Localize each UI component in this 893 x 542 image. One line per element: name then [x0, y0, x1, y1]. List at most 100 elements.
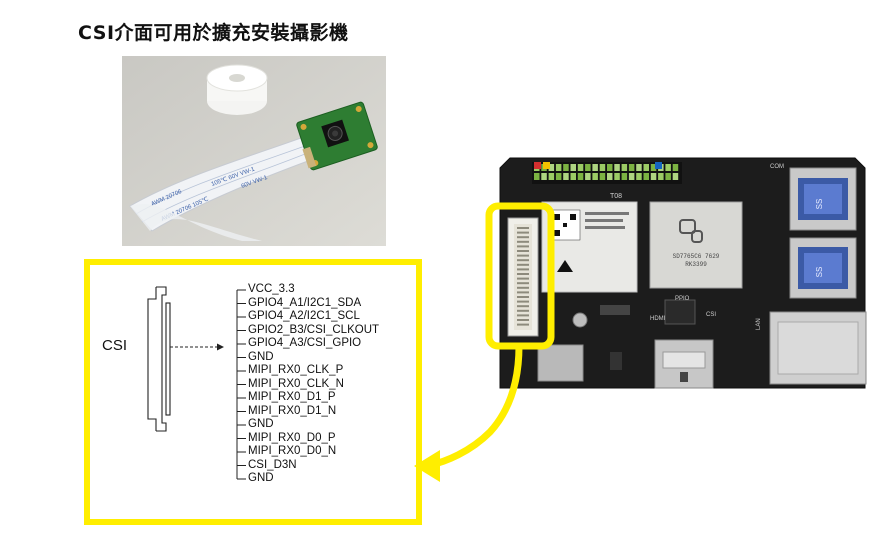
connector-outline-drawing [147, 286, 246, 480]
camera-photo-illustration: AWM 20706 105℃ 60V VW-1 AWM 20706 105℃ 6… [122, 56, 386, 246]
header-pin [599, 173, 606, 180]
csi-connector-contact [517, 309, 529, 312]
pin-label: MIPI_RX0_D1_N [248, 404, 337, 417]
csi-connector-contact [517, 296, 529, 298]
header-pin [585, 173, 591, 180]
header-pin [570, 164, 576, 171]
csi-connector-contact [517, 250, 529, 252]
header-pin [563, 173, 569, 180]
csi-connector-label: CSI [102, 337, 128, 354]
header-pin [541, 173, 547, 180]
header-pin [570, 173, 576, 180]
header-pin [585, 164, 591, 171]
pin-label: GPIO4_A3/CSI_GPIO [248, 337, 362, 349]
csi-connector-contact [517, 236, 529, 239]
ribbon-cable: AWM 20706 105℃ 60V VW-1 AWM 20706 105℃ 6… [129, 133, 328, 241]
soc-chip: SD7765C6 7629 RK3399 [649, 201, 743, 289]
pin-label: GPIO4_A2/I2C1_SCL [248, 310, 360, 322]
header-pin [672, 164, 679, 171]
csi-connector-contact [517, 263, 529, 266]
header-pin [599, 164, 606, 171]
header-pin [628, 164, 635, 171]
header-pin [650, 173, 657, 180]
silk-t08: T08 [610, 193, 622, 200]
ethernet-port [769, 311, 867, 385]
header-pin [592, 173, 598, 180]
csi-connector-contact [517, 273, 529, 275]
header-pin [643, 164, 649, 171]
silk-ppio: PPIO [675, 296, 690, 302]
header-pin [621, 173, 628, 180]
csi-connector-contact [517, 277, 529, 280]
pin-label: MIPI_RX0_CLK_N [248, 377, 344, 390]
header-pin [577, 164, 584, 171]
header-pin [665, 173, 671, 180]
usb-text-1: SS [815, 199, 824, 210]
header-pin [548, 173, 555, 180]
header-pin [643, 173, 649, 180]
header-pin [607, 173, 613, 180]
header-pin [555, 173, 562, 180]
header-pin [534, 173, 540, 180]
hdmi-port [654, 339, 714, 389]
tinker-board-illustration: T08 SD7765C6 7629 RK3399 PPIO HDMI LAN C… [470, 140, 893, 400]
header-pin [650, 164, 657, 171]
csi-connector-contact [517, 323, 529, 326]
header-pin [636, 164, 642, 171]
header-pin [614, 164, 620, 171]
camera-board [296, 101, 378, 171]
csi-connector-contact [517, 300, 529, 303]
header-pin [672, 173, 679, 180]
pin-label: GPIO4_A1/I2C1_SDA [248, 296, 362, 309]
board-drawing: T08 SD7765C6 7629 RK3399 PPIO HDMI LAN C… [499, 157, 867, 389]
pin-label: VCC_3.3 [248, 283, 295, 295]
csi-connector-contact [517, 227, 529, 229]
header-pin [548, 164, 555, 171]
pin-label: GND [248, 418, 274, 430]
usb-ports: SS SS [789, 167, 857, 299]
pin-label: MIPI_RX0_D0_N [248, 445, 337, 457]
csi-connector-contact [517, 282, 529, 285]
csi-connector-contact [517, 231, 529, 234]
pin-label: MIPI_RX0_D0_P [248, 431, 336, 444]
csi-connector-contact [517, 291, 529, 294]
pin-label: GND [248, 350, 274, 363]
header-pin [614, 173, 620, 180]
csi-connector-contact [517, 254, 529, 257]
board-csi-connector [507, 217, 539, 337]
pin-label: GPIO2_B3/CSI_CLKOUT [248, 323, 380, 336]
pin-label: MIPI_RX0_CLK_P [248, 364, 344, 376]
csi-connector-contact [517, 319, 529, 321]
header-pin [592, 164, 598, 171]
silk-lan: LAN [756, 318, 762, 330]
csi-connector-contact [517, 245, 529, 248]
header-pin [658, 173, 664, 180]
header-pin [636, 173, 642, 180]
camera-module-photo: AWM 20706 105℃ 60V VW-1 AWM 20706 105℃ 6… [122, 56, 386, 246]
csi-connector-contact [517, 286, 529, 289]
header-pin [555, 164, 562, 171]
header-pin [628, 173, 635, 180]
header-pin [621, 164, 628, 171]
csi-connector-contact [517, 305, 529, 308]
silk-csi: CSI [706, 312, 716, 318]
soc-text-1: SD7765C6 7629 [673, 253, 720, 260]
gpio-header [532, 162, 682, 184]
pin-label: MIPI_RX0_D1_P [248, 391, 336, 403]
csi-connector-contact [517, 268, 529, 271]
silk-hdmi: HDMI [650, 316, 666, 322]
pin-label: GND [248, 472, 274, 484]
silk-com: COM [770, 164, 784, 170]
csi-connector-contact [517, 240, 529, 243]
header-pin [607, 164, 613, 171]
usb-text-2: SS [815, 267, 824, 278]
header-pin [577, 173, 584, 180]
csi-connector-contact [517, 314, 529, 317]
header-pin [563, 164, 569, 171]
page-title: CSI介面可用於擴充安裝攝影機 [78, 22, 349, 44]
pin-label: CSI_D3N [248, 458, 297, 471]
header-pin [665, 164, 671, 171]
wifi-module [541, 201, 638, 293]
